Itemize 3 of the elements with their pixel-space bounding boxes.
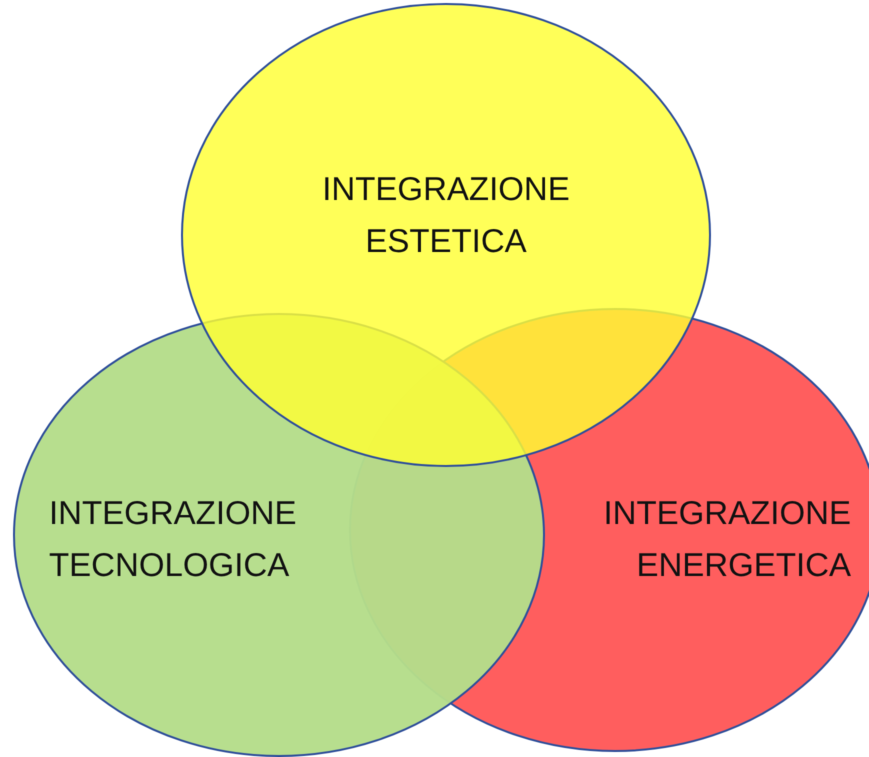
circle-label: INTEGRAZIONE ENERGETICA — [602, 493, 851, 585]
circle-label: INTEGRAZIONE ESTETICA — [321, 169, 571, 261]
circle-label: INTEGRAZIONE TECNOLOGICA — [49, 493, 298, 585]
